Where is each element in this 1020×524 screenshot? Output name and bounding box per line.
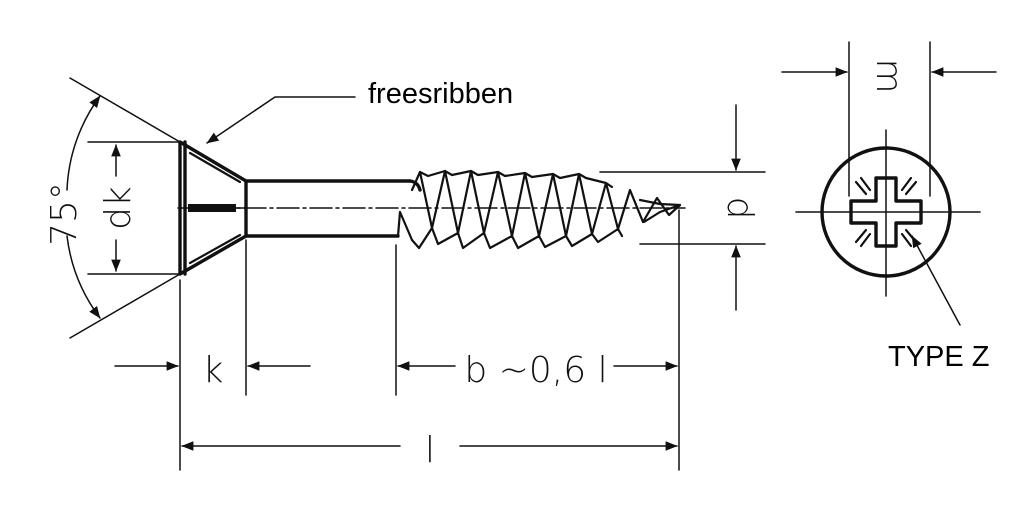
angle-label: 75° — [44, 182, 85, 246]
d-label: d — [719, 197, 760, 220]
head-end-view: m TYPE Z — [781, 41, 997, 373]
type-z-label: TYPE Z — [888, 341, 990, 373]
l-dimension: l — [181, 430, 678, 471]
l-label: l — [425, 430, 435, 471]
dimension-lines — [69, 77, 766, 471]
d-dimension: d — [719, 104, 760, 311]
k-dimension: k — [114, 350, 311, 391]
m-label: m — [868, 58, 909, 93]
screw-thread — [396, 169, 682, 250]
dk-dimension: dk — [98, 144, 139, 272]
angle-dimension: 75° — [44, 95, 101, 319]
dk-label: dk — [98, 186, 139, 230]
freesribben-callout: freesribben — [206, 78, 513, 144]
screw-side-view — [177, 140, 686, 276]
b-dimension: b ~0,6 l — [397, 350, 678, 391]
pozi-cross-recess — [849, 176, 923, 248]
freesribben-label: freesribben — [368, 78, 513, 110]
b-label: b ~0,6 l — [464, 350, 607, 391]
screw-shank — [244, 179, 422, 238]
k-label: k — [203, 350, 224, 391]
milling-ribs — [188, 151, 242, 265]
